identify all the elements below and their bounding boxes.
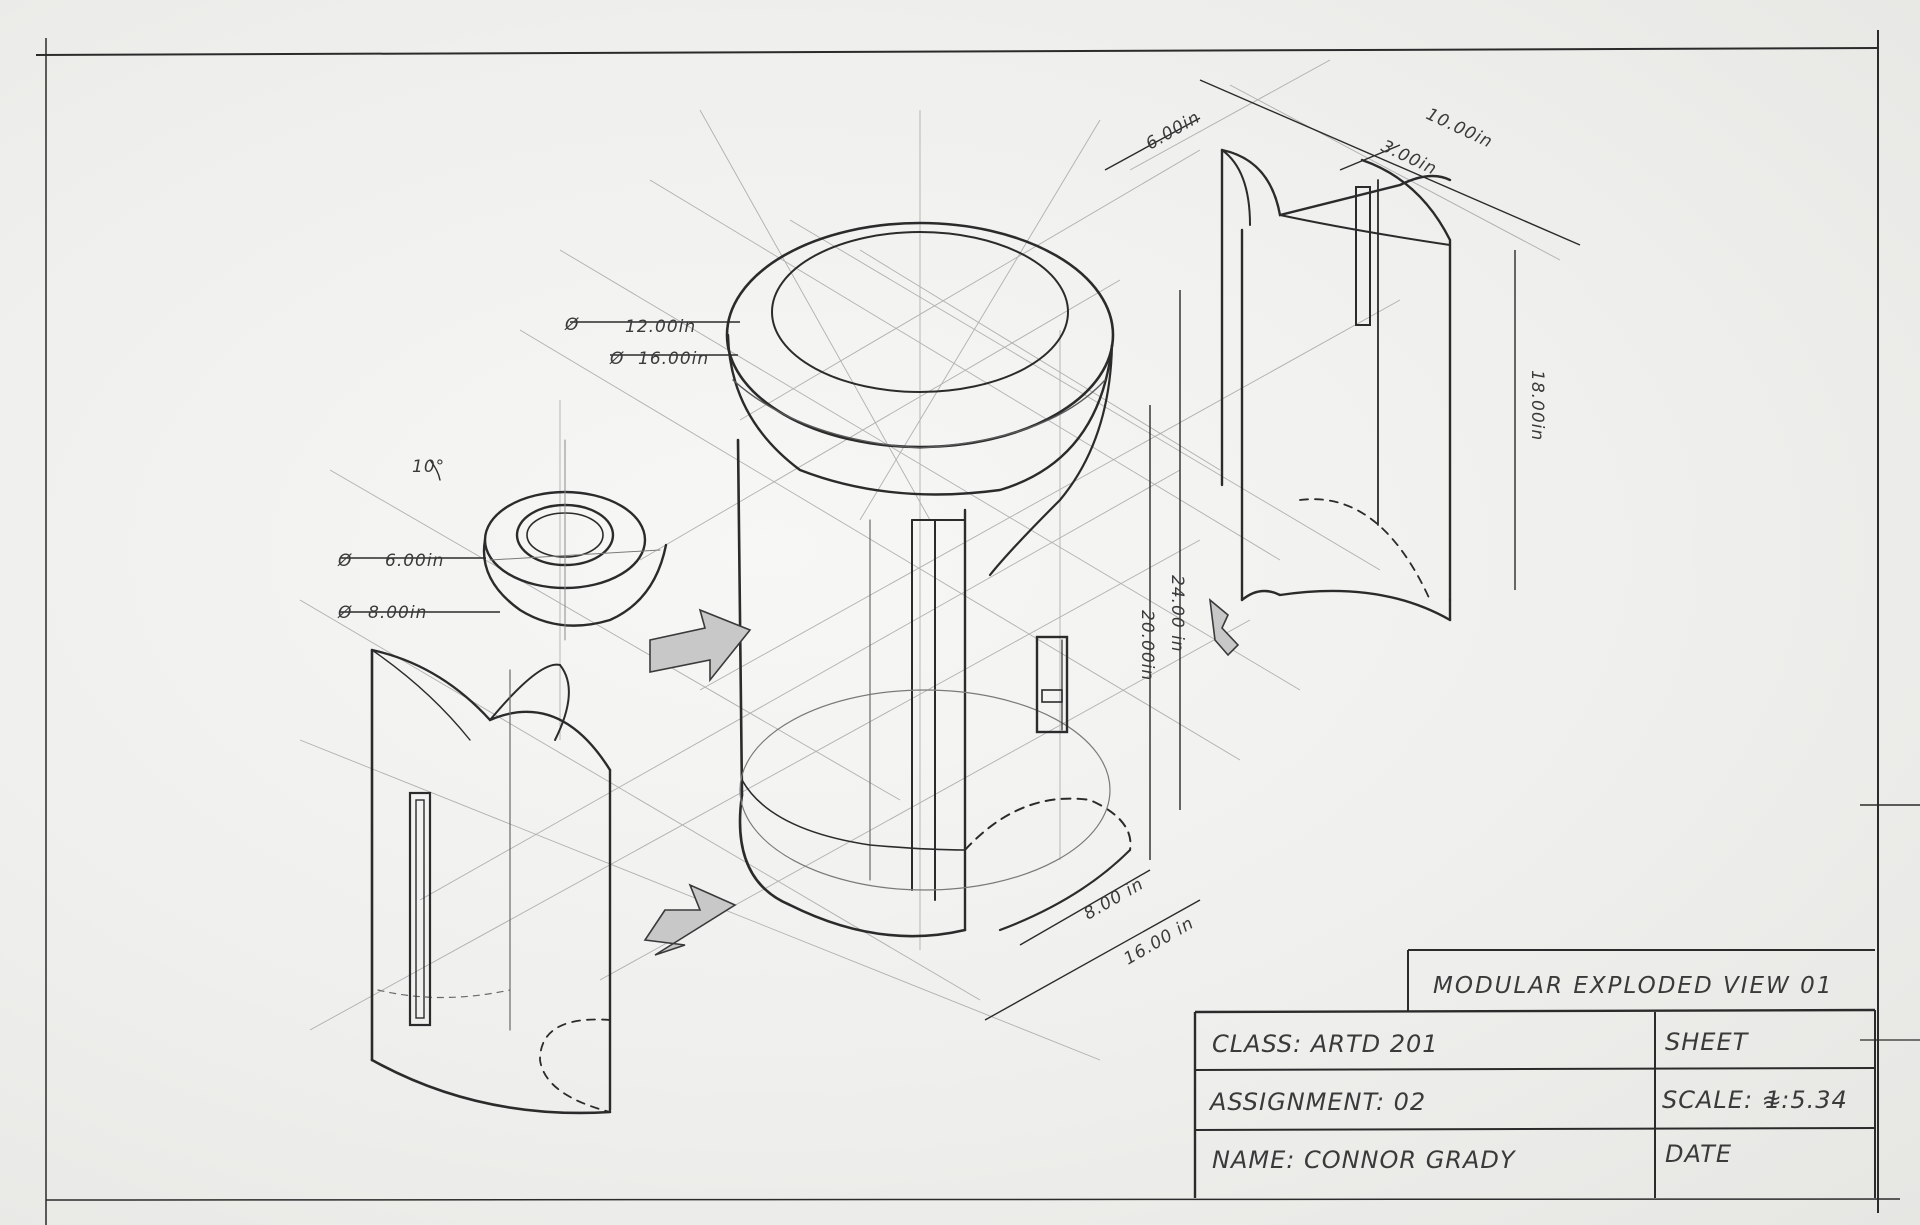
dim-depth-16: 16.00 in (1121, 913, 1198, 969)
scale-label: SCALE: ≈ (1662, 1086, 1783, 1114)
date-label: DATE (1665, 1140, 1732, 1168)
dimension-lines (340, 79, 1581, 1021)
dim-dia-12: 12.00in (625, 317, 696, 337)
title-block (1193, 949, 1876, 1198)
dia-symbol-label: Ø (609, 349, 624, 369)
dim-height-18: 18.00in (1527, 370, 1547, 441)
dim-dia-16: 16.00in (638, 349, 709, 369)
dim-slot-3: 3.00in (1378, 136, 1440, 179)
name-label: NAME: CONNOR GRADY (1212, 1146, 1517, 1174)
top-cap-recess (771, 231, 1069, 393)
dim-dia-8: 8.00in (368, 603, 427, 623)
dim-height-20: 20.00in (1137, 610, 1157, 681)
border-frame (35, 30, 1920, 1225)
dia-symbol-label: Ø (564, 315, 579, 335)
curved-panel-right (1220, 148, 1452, 622)
dim-depth-8: 8.00 in (1081, 874, 1148, 924)
knob-part (429, 439, 668, 641)
drawing-title: MODULAR EXPLODED VIEW 01 (1433, 973, 1833, 999)
dim-width-10: 10.00in (1423, 104, 1496, 152)
title-block-text: MODULAR EXPLODED VIEW 01 CLASS: ARTD 201… (1208, 973, 1848, 1174)
dim-dia-6: 6.00in (385, 551, 444, 571)
class-label: CLASS: ARTD 201 (1212, 1030, 1439, 1058)
dia-symbol-label: Ø (337, 551, 352, 571)
curved-panel-left (370, 648, 612, 1115)
dim-angle: 10° (412, 457, 445, 477)
direction-arrows (643, 598, 1240, 956)
assignment-label: ASSIGNMENT: 02 (1208, 1088, 1426, 1116)
dimension-labels: Ø 12.00in Ø 16.00in 10° Ø 6.00in Ø 8.00i… (337, 104, 1547, 969)
main-body (725, 221, 1132, 938)
dim-height-24: 24.00 in (1167, 575, 1187, 653)
dia-symbol-label: Ø (337, 603, 352, 623)
dim-width-6: 6.00in (1143, 107, 1204, 154)
scale-value: 1:5.34 (1765, 1086, 1848, 1114)
sheet-label: SHEET (1665, 1028, 1750, 1056)
